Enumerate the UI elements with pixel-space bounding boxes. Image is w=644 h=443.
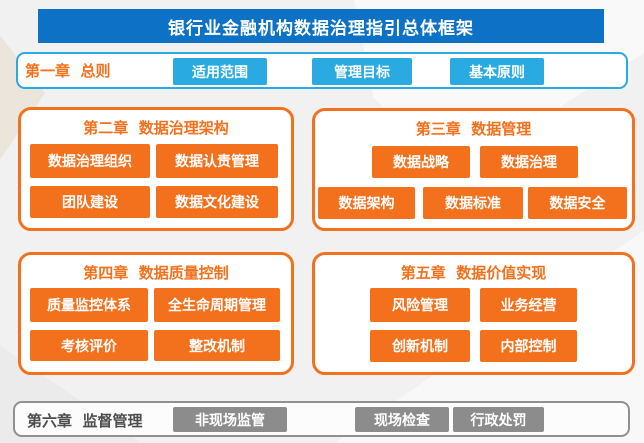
chapter4-item: 考核评价	[30, 330, 148, 361]
chapter5-item: 业务经营	[480, 288, 577, 322]
chapter4-item: 整改机制	[154, 330, 280, 361]
chapter5-box: 第五章 数据价值实现	[312, 252, 635, 375]
chapter6-item: 现场检查	[355, 407, 449, 432]
chapter6-label: 第六章 监督管理	[27, 412, 143, 430]
chapter5-title: 第五章 数据价值实现	[400, 264, 547, 282]
chapter5-item: 创新机制	[370, 330, 470, 362]
chapter1-item: 适用范围	[173, 58, 267, 85]
chapter1-item: 基本原则	[450, 58, 544, 85]
chapter4-item: 全生命周期管理	[154, 288, 280, 322]
chapter3-item: 数据标准	[423, 187, 523, 219]
chapter4-item: 质量监控体系	[30, 288, 148, 322]
chapter2-item: 数据文化建设	[156, 186, 278, 218]
chapter3-item: 数据治理	[480, 146, 578, 178]
chapter3-item: 数据战略	[372, 146, 470, 178]
chapter3-title: 第三章 数据管理	[415, 120, 532, 138]
chapter4-title: 第四章 数据质量控制	[83, 264, 229, 282]
chapter5-item: 内部控制	[480, 330, 577, 362]
chapter3-item: 数据架构	[318, 187, 415, 219]
diagram-title-bar: 银行业金融机构数据治理指引总体框架	[38, 9, 604, 43]
chapter6-item: 非现场监管	[173, 407, 287, 432]
chapter3-item: 数据安全	[528, 187, 627, 219]
chapter2-item: 数据治理组织	[30, 144, 150, 178]
diagram-title: 银行业金融机构数据治理指引总体框架	[168, 18, 474, 39]
chapter2-title: 第二章 数据治理架构	[83, 119, 229, 137]
chapter5-item: 风险管理	[370, 288, 470, 322]
chapter1-item: 管理目标	[312, 58, 412, 85]
chapter2-item: 团队建设	[30, 186, 150, 218]
chapter6-item: 行政处罚	[453, 407, 544, 432]
chapter1-label: 第一章 总则	[25, 62, 111, 80]
chapter2-item: 数据认责管理	[156, 144, 278, 178]
